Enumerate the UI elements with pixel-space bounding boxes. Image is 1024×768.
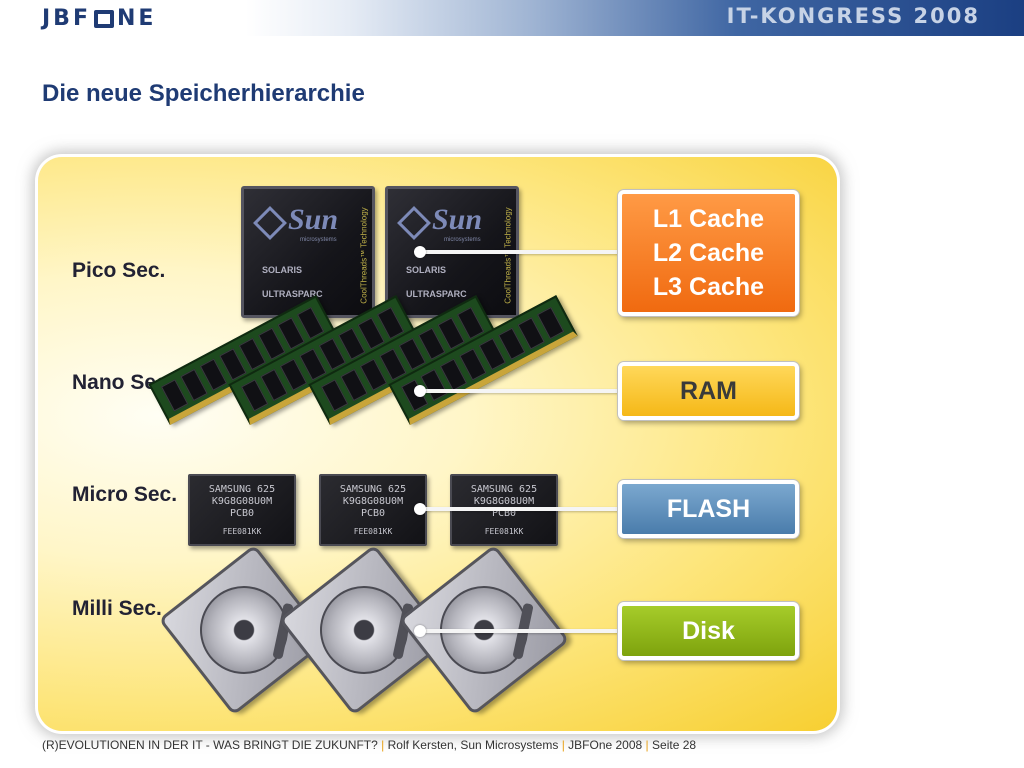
slide-title: Die neue Speicherhierarchie — [42, 80, 365, 107]
footer-page-number: Seite 28 — [652, 738, 697, 752]
flash-line-4: FEE081KK — [353, 527, 393, 536]
footer-separator: | — [645, 738, 649, 752]
connector-line — [420, 629, 620, 633]
header-banner — [0, 0, 1024, 36]
chip-line: ULTRASPARC — [262, 289, 323, 299]
tier-flash-box: FLASH — [618, 480, 799, 538]
row-label-pico: Pico Sec. — [72, 259, 166, 282]
flash-line-3: PCB0 — [491, 508, 517, 519]
chip-brand-sub: microsystems — [444, 237, 481, 243]
flash-line-2: K9G8G08U0M — [211, 496, 273, 507]
connector-line — [420, 250, 620, 254]
row-label-nano: Nano Sec. — [72, 371, 174, 394]
connector-line — [420, 507, 620, 511]
slide-footer: (R)EVOLUTIONEN IN DER IT - WAS BRINGT DI… — [42, 738, 696, 752]
event-title: IT-KONGRESS 2008 — [726, 4, 980, 28]
chip-brand: Sun — [432, 203, 483, 236]
connector-dot — [414, 385, 426, 397]
chip-line: ULTRASPARC — [406, 289, 467, 299]
flash-line-4: FEE081KK — [484, 527, 524, 536]
connector-dot — [414, 503, 426, 515]
logo-text-left: JBF — [42, 5, 91, 31]
flash-line-2: K9G8G08U0M — [342, 496, 404, 507]
connector-line — [420, 389, 620, 393]
footer-separator: | — [561, 738, 565, 752]
tier-cache-l2: L2 Cache — [652, 239, 765, 267]
flash-line-1: SAMSUNG 625 — [208, 484, 276, 495]
tier-cache-l3: L3 Cache — [652, 273, 765, 301]
tier-ram-box: RAM — [618, 362, 799, 420]
flash-line-4: FEE081KK — [222, 527, 262, 536]
connector-dot — [414, 625, 426, 637]
chip-side-text: CoolThreads™ Technology — [359, 207, 369, 304]
sun-logo-icon — [397, 206, 431, 240]
chip-os: SOLARIS — [406, 265, 447, 275]
cpu-chip-image: Sun microsystems SOLARIS ULTRASPARC Cool… — [241, 186, 375, 318]
logo-text-right: NE — [116, 5, 157, 31]
footer-speaker: Rolf Kersten, Sun Microsystems — [387, 738, 559, 752]
flash-line-1: SAMSUNG 625 — [470, 484, 538, 495]
row-label-micro: Micro Sec. — [72, 483, 178, 506]
jbfone-logo: JBF NE — [42, 4, 156, 32]
sun-logo-icon — [253, 206, 287, 240]
footer-separator: | — [381, 738, 385, 752]
flash-line-1: SAMSUNG 625 — [339, 484, 407, 495]
row-label-milli: Milli Sec. — [72, 597, 162, 620]
tier-cache-l1: L1 Cache — [652, 205, 765, 233]
connector-dot — [414, 246, 426, 258]
flash-line-3: PCB0 — [360, 508, 386, 519]
footer-event: JBFOne 2008 — [568, 738, 643, 752]
footer-talk-title: (R)EVOLUTIONEN IN DER IT - WAS BRINGT DI… — [42, 738, 378, 752]
flash-chip-image: SAMSUNG 625 K9G8G08U0M PCB0 FEE081KK — [319, 474, 427, 546]
memory-hierarchy-illustration: Pico Sec. Nano Sec. Micro Sec. Milli Sec… — [38, 157, 837, 731]
chip-os: SOLARIS — [262, 265, 303, 275]
tier-disk-box: Disk — [618, 602, 799, 660]
chip-side-text: CoolThreads™ Technology — [503, 207, 513, 304]
chip-brand-sub: microsystems — [300, 237, 337, 243]
flash-chip-image: SAMSUNG 625 K9G8G08U0M PCB0 FEE081KK — [188, 474, 296, 546]
flash-line-2: K9G8G08U0M — [473, 496, 535, 507]
chip-brand: Sun — [288, 203, 339, 236]
flash-line-3: PCB0 — [229, 508, 255, 519]
tier-cache-box: L1 Cache L2 Cache L3 Cache — [618, 190, 799, 316]
logo-ring-icon — [93, 10, 114, 28]
